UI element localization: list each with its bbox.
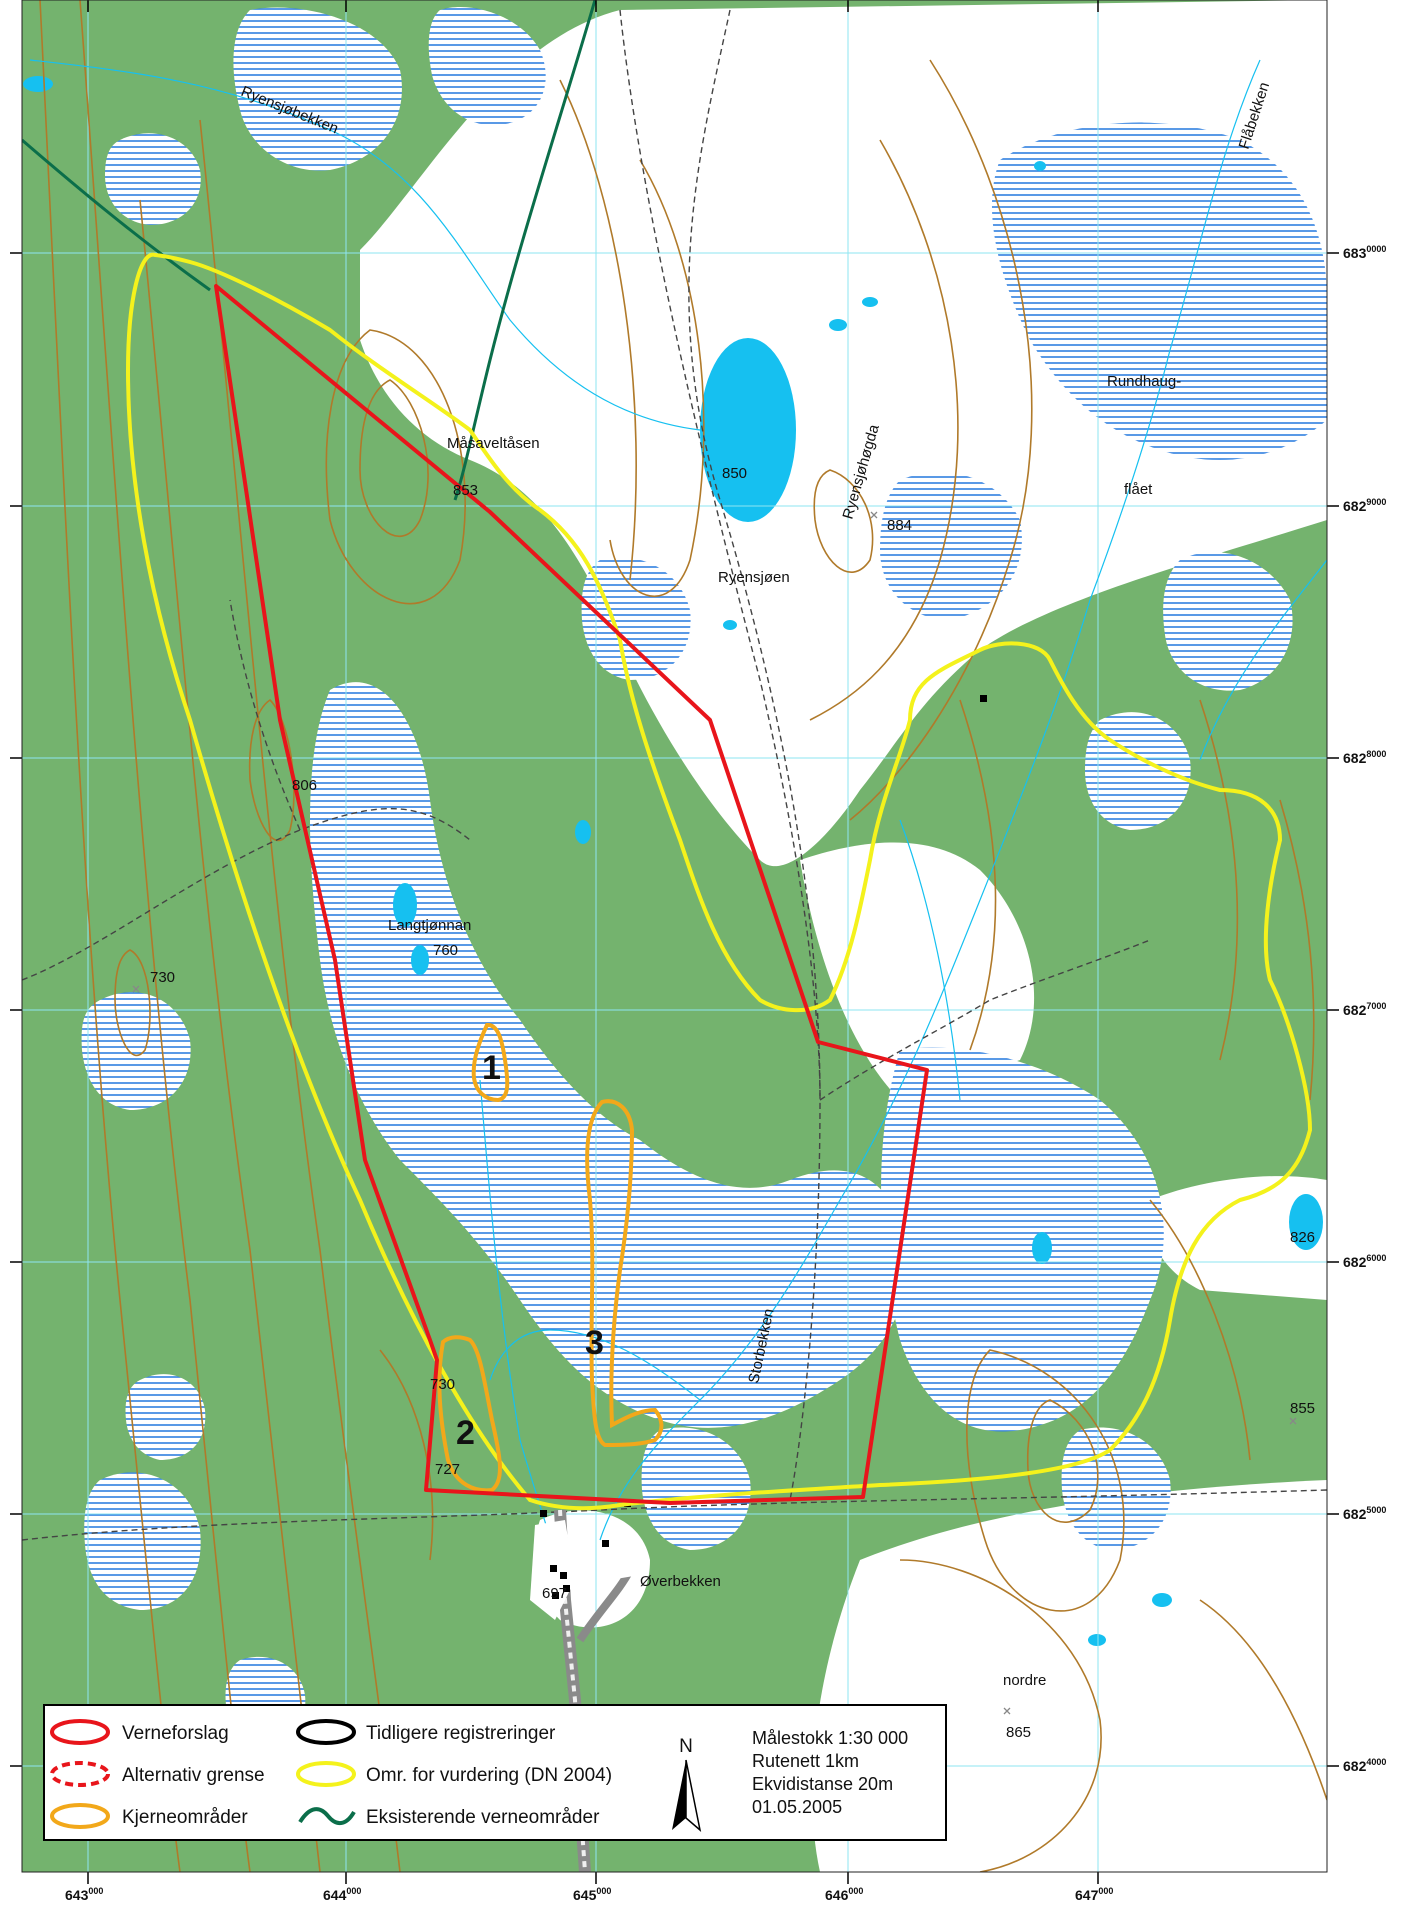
north-arrow-icon: N xyxy=(672,1736,702,1832)
place-label: flået xyxy=(1124,481,1153,498)
core-area-number: 2 xyxy=(456,1414,475,1452)
place-label: Øverbekken xyxy=(640,1573,721,1590)
x-axis-label: 643000 xyxy=(65,1886,103,1903)
x-axis-label: 645000 xyxy=(573,1886,611,1903)
assessment-area-polygon xyxy=(125,252,1313,1511)
contour-interval-text: Ekvidistanse 20m xyxy=(752,1774,893,1794)
elevation-label: 730 xyxy=(430,1376,455,1393)
legend-symbol-existing xyxy=(298,1807,356,1825)
elevation-label: 826 xyxy=(1290,1229,1315,1246)
north-label: N xyxy=(679,1736,693,1757)
core-area-number: 3 xyxy=(585,1324,604,1362)
x-axis-label: 646000 xyxy=(825,1886,863,1903)
elevation-label: 855 xyxy=(1290,1400,1315,1417)
core-area-1-polygon xyxy=(471,1023,510,1103)
legend-symbol-previous xyxy=(296,1719,356,1745)
elevation-label: 730 xyxy=(150,969,175,986)
elevation-label: 806 xyxy=(292,777,317,794)
trails xyxy=(22,9,1327,1541)
existing-protected-lines xyxy=(22,0,597,501)
legend-label: Verneforslag xyxy=(122,1723,229,1744)
legend: Verneforslag Alternativ grense Kjerneomr… xyxy=(43,1704,947,1841)
place-label: Ryensjøen xyxy=(718,569,790,586)
elevation-label: 884 xyxy=(887,517,912,534)
legend-label: Alternativ grense xyxy=(122,1765,265,1786)
x-axis-labels: 643000 644000 645000 646000 647000 xyxy=(65,1886,1113,1903)
legend-symbol-assessment xyxy=(296,1761,356,1787)
y-axis-label: 6824000 xyxy=(1343,1757,1386,1774)
y-axis-label: 6826000 xyxy=(1343,1253,1386,1270)
protection-proposal-polygon xyxy=(214,284,929,1505)
elevation-label: 853 xyxy=(453,482,478,499)
y-axis-labels: 6830000 6829000 6828000 6827000 6826000 … xyxy=(1343,244,1386,1774)
elevation-label: 727 xyxy=(435,1461,460,1478)
core-area-number: 1 xyxy=(482,1049,501,1087)
map-border xyxy=(21,0,1328,1873)
water-bodies xyxy=(23,76,1323,1646)
scale-text: Målestokk 1:30 000 xyxy=(752,1728,908,1748)
legend-symbol-alternative xyxy=(50,1761,110,1787)
elevation-labels: 853 850 884 806 760 730 730 727 697 826 … xyxy=(150,465,1315,1741)
elevation-label: 850 xyxy=(722,465,747,482)
y-axis-label: 6828000 xyxy=(1343,749,1386,766)
map-canvas xyxy=(22,0,1327,1872)
grid-text: Rutenett 1km xyxy=(752,1751,859,1771)
x-axis-label: 647000 xyxy=(1075,1886,1113,1903)
legend-label: Omr. for vurdering (DN 2004) xyxy=(366,1765,612,1786)
elevation-label: 865 xyxy=(1006,1724,1031,1741)
frame-ticks xyxy=(10,0,1339,1884)
place-label: Langtjønnan xyxy=(388,917,471,934)
elevation-label: 760 xyxy=(433,942,458,959)
elevation-label: 697 xyxy=(542,1585,567,1602)
x-axis-label: 644000 xyxy=(323,1886,361,1903)
date-text: 01.05.2005 xyxy=(752,1797,842,1817)
legend-box xyxy=(43,1704,947,1841)
core-area-labels: 1 2 3 xyxy=(456,1049,604,1452)
place-label: Måsaveltåsen xyxy=(447,435,540,452)
grid-lines xyxy=(22,0,1327,1872)
place-label: Rundhaug- xyxy=(1107,373,1181,390)
legend-symbol-proposal xyxy=(50,1719,110,1745)
buildings xyxy=(530,695,987,1620)
y-axis-label: 6829000 xyxy=(1343,497,1386,514)
legend-label: Tidligere registreringer xyxy=(366,1723,556,1744)
lake-ryensjoen xyxy=(700,338,796,522)
legend-label: Kjerneområder xyxy=(122,1807,248,1828)
summit-markers xyxy=(132,511,1297,1715)
legend-symbol-core xyxy=(50,1803,110,1829)
y-axis-label: 6830000 xyxy=(1343,244,1386,261)
place-label: nordre xyxy=(1003,1672,1046,1689)
y-axis-label: 6825000 xyxy=(1343,1505,1386,1522)
core-area-2-polygon xyxy=(437,1335,502,1493)
core-area-3-polygon xyxy=(585,1099,664,1448)
legend-label: Eksisterende verneområder xyxy=(366,1807,600,1828)
y-axis-label: 6827000 xyxy=(1343,1001,1386,1018)
